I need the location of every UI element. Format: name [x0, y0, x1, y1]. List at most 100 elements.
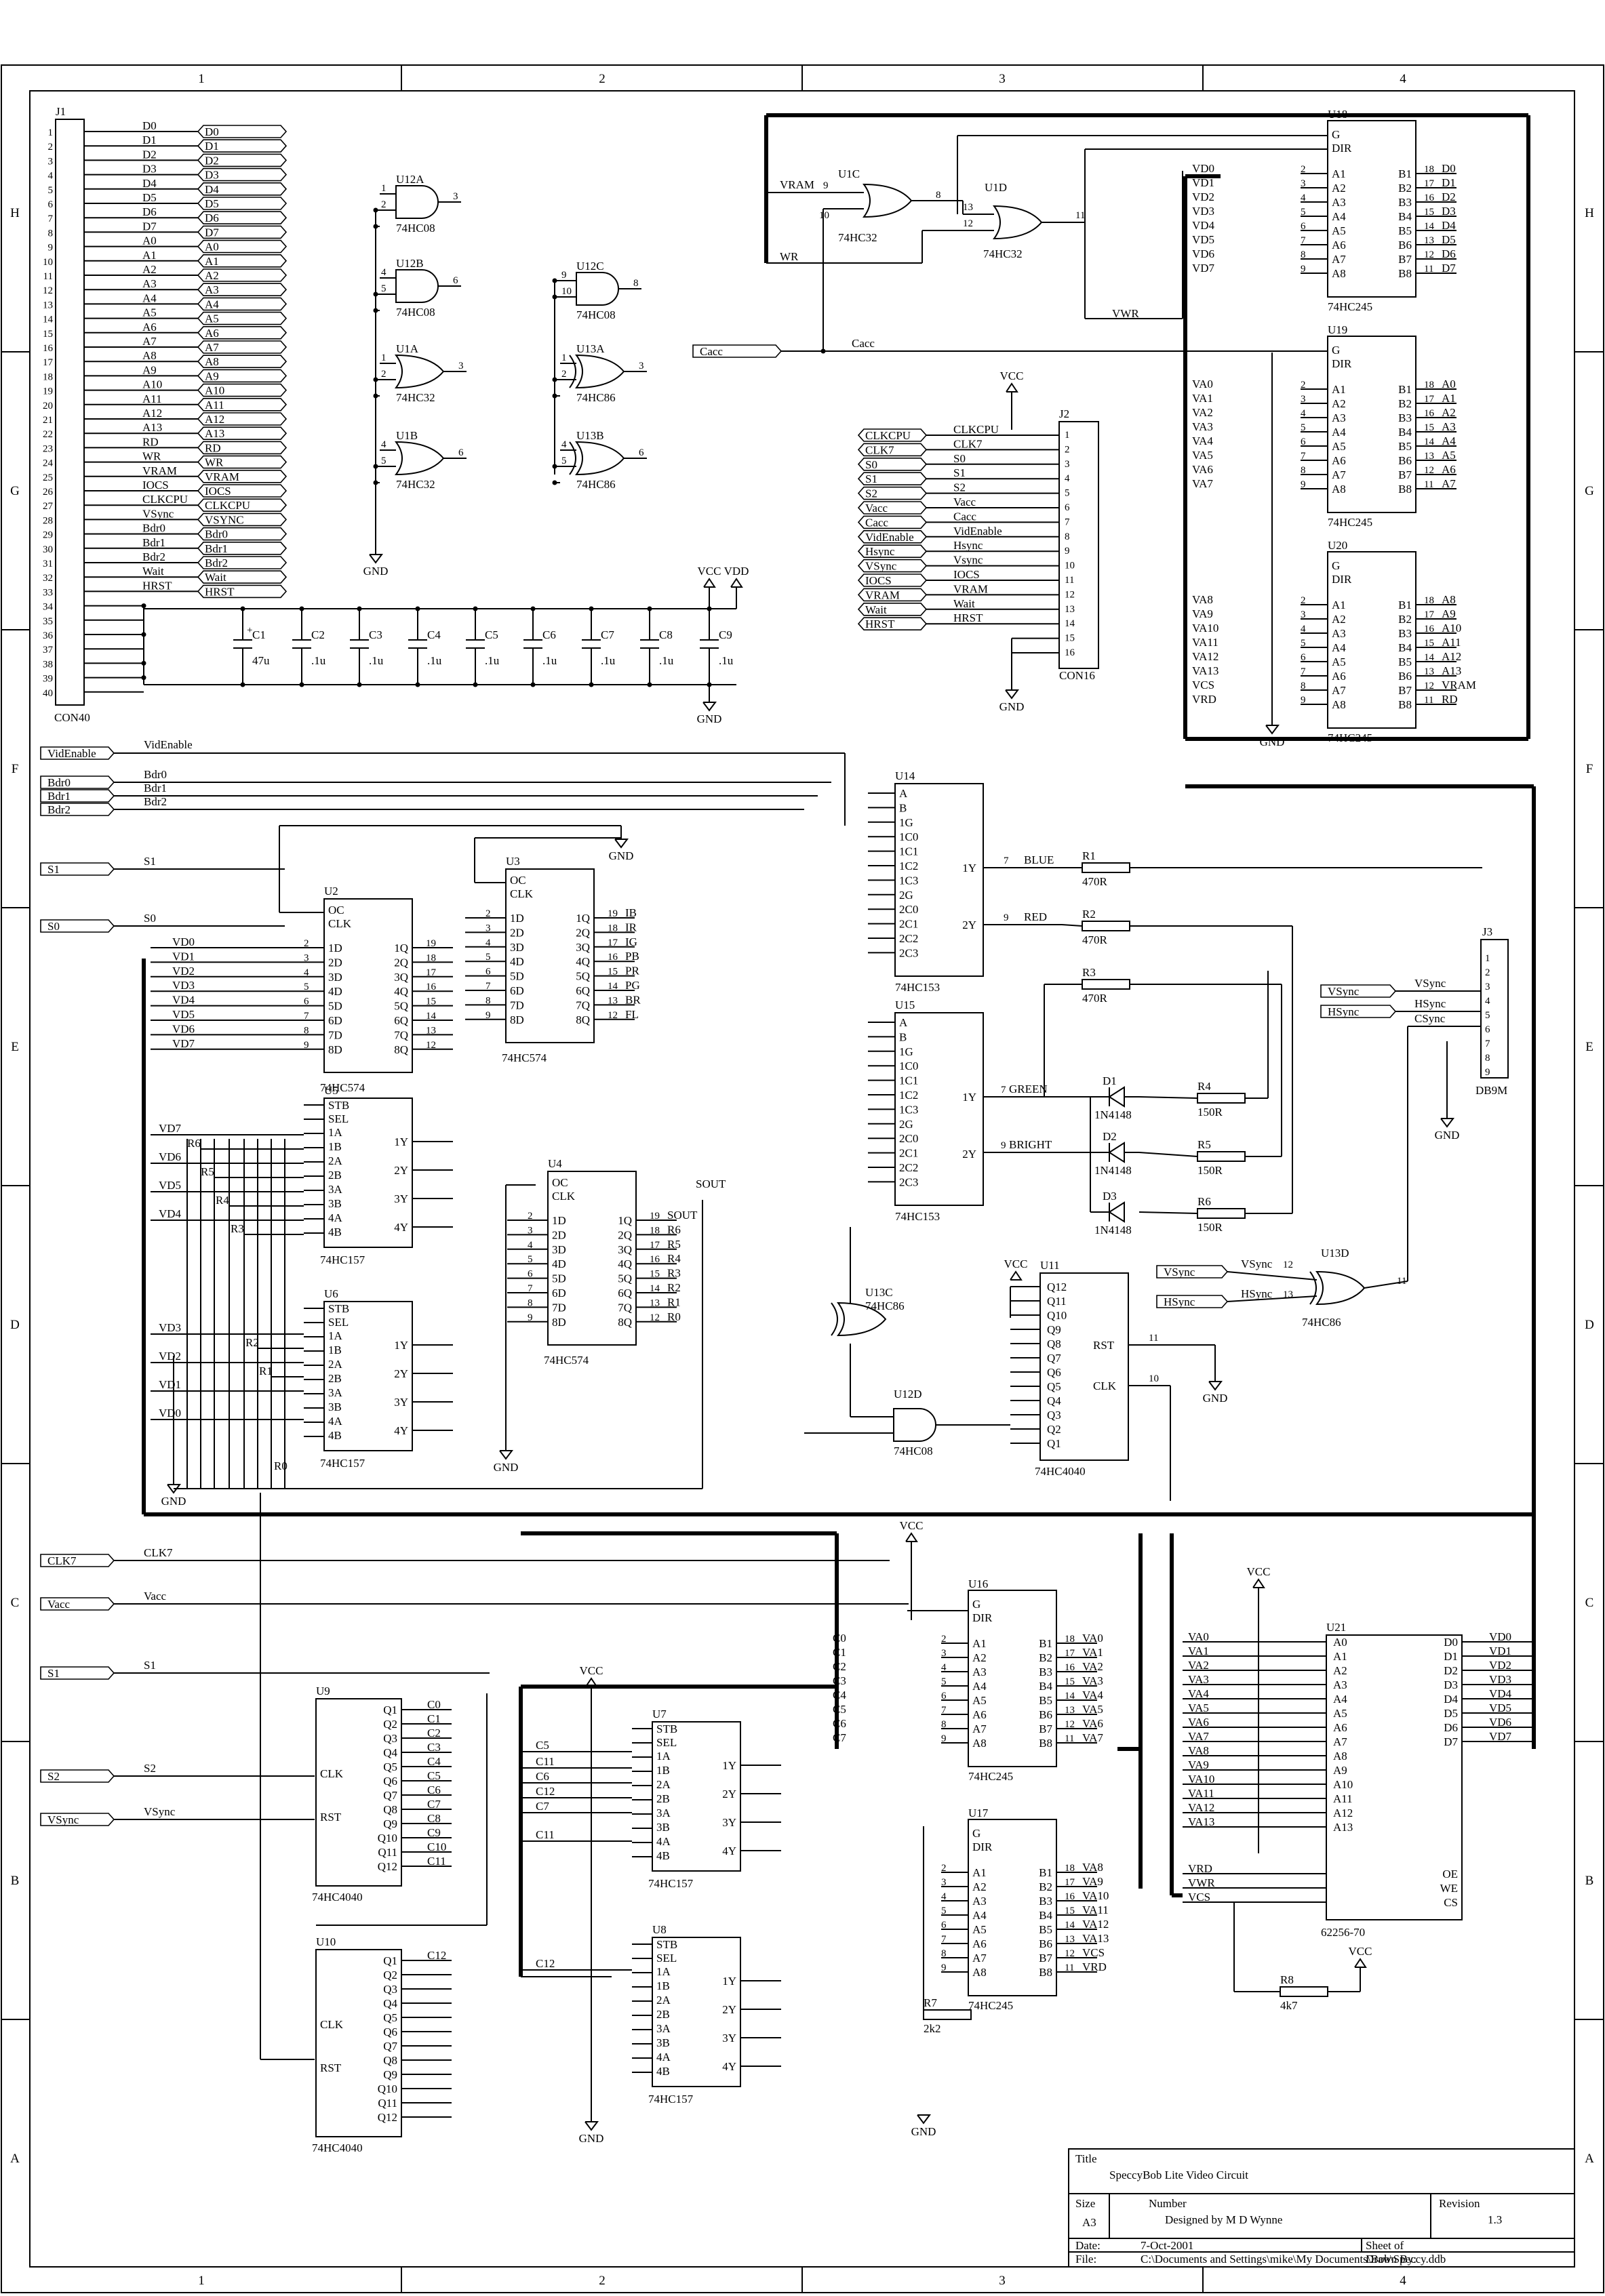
pin-number: 18	[1424, 595, 1434, 606]
diode-ref: D2	[1103, 1130, 1117, 1143]
pin-name: RST	[320, 1811, 342, 1824]
net-port	[692, 344, 782, 358]
pin-number: 7	[486, 981, 491, 992]
gate-part: 74HC08	[576, 308, 616, 321]
transceiver-body	[1327, 551, 1416, 729]
pin-name: 1Q	[618, 1214, 632, 1227]
cap-value: .1u	[601, 654, 616, 667]
gate-part: 74HC32	[396, 478, 435, 491]
pin-number: 12	[650, 1312, 660, 1323]
xor-gate-body	[1315, 1270, 1366, 1306]
pin-name: 3D	[510, 941, 524, 954]
net-label: SOUT	[696, 1177, 726, 1190]
net-label: CLK7	[953, 437, 983, 450]
wire-segment	[1068, 2148, 1575, 2268]
pin-name: 2C1	[899, 1147, 918, 1160]
pin-name: 4Q	[618, 1257, 632, 1270]
pin-name: A2	[972, 1651, 987, 1664]
pin-number: 3	[1301, 609, 1306, 620]
pin-name: A6	[1333, 1721, 1347, 1734]
pin-name: Q12	[1047, 1281, 1067, 1293]
net-port	[857, 501, 928, 515]
pin-name: A6	[1332, 239, 1346, 251]
pin-name: 1A	[656, 1965, 671, 1978]
chip-ref: U2	[324, 885, 338, 898]
net-label: A1	[142, 249, 157, 262]
pin-number: 15	[1065, 633, 1075, 644]
pin-name: 4B	[656, 1849, 670, 1862]
net-port	[197, 383, 288, 397]
pin-name: B1	[1398, 599, 1412, 611]
j2-ref: J2	[1059, 407, 1069, 420]
resistor-value: 470R	[1082, 933, 1108, 946]
pin-name: B1	[1039, 1637, 1052, 1650]
net-port	[857, 515, 928, 529]
pin-name: A11	[1333, 1792, 1353, 1805]
net-port	[197, 426, 288, 441]
vcc-label: VCC	[1247, 1565, 1271, 1578]
pin-name: 1Y	[722, 1975, 736, 1988]
net-label: A3	[142, 277, 157, 290]
port-label: WR	[205, 456, 224, 469]
wire-segment	[1138, 1096, 1198, 1099]
pin-name: A7	[1332, 684, 1346, 697]
pin-name: 2Q	[576, 926, 590, 939]
port-label: D4	[205, 183, 219, 196]
net-label: VSync	[142, 507, 174, 520]
xor-gate-body	[837, 1302, 887, 1337]
net-label: BLUE	[1024, 853, 1054, 866]
pin-name: 2C3	[899, 946, 918, 959]
diode-part: 1N4148	[1094, 1108, 1132, 1121]
port-label: VidEnable	[47, 747, 96, 760]
port-label: Wait	[865, 603, 887, 616]
pin-name: A5	[1332, 440, 1346, 453]
net-label: VA13	[1188, 1815, 1214, 1828]
pin-name: 2D	[552, 1228, 566, 1241]
net-port	[1320, 984, 1397, 998]
net-label: D7	[1442, 262, 1456, 275]
pin-name: 2Q	[394, 956, 408, 969]
net-label: C2	[833, 1660, 846, 1673]
pin-number: 13	[426, 1025, 436, 1036]
pin-name: STB	[656, 1938, 677, 1951]
cap-value: .1u	[485, 654, 500, 667]
net-label: VidEnable	[144, 738, 193, 751]
pin-number: 12	[1283, 1260, 1293, 1270]
pin-name: 2B	[328, 1169, 342, 1182]
pin-name: A1	[1332, 599, 1346, 611]
pin-name: A3	[1332, 627, 1346, 640]
pin-number: 36	[43, 630, 54, 641]
chip-ref: U10	[316, 1935, 336, 1948]
pin-number: 6	[453, 275, 458, 286]
revision-label: Revision	[1439, 2197, 1480, 2210]
gate-part: 74HC86	[576, 478, 616, 491]
pin-name: 2Q	[618, 1228, 632, 1241]
pin-name: Q9	[1047, 1323, 1061, 1336]
pin-number: 7	[941, 1934, 947, 1945]
net-label: C3	[427, 1741, 441, 1754]
colour-mux: U1474HC153AB1G1C01C11C21C32G2C02C12C22C3…	[868, 769, 1482, 1236]
net-label: R3	[231, 1222, 244, 1235]
pin-name: B7	[1398, 253, 1412, 266]
pin-name: SEL	[328, 1112, 349, 1125]
drawn-by-label: Drawn By:	[1366, 2253, 1416, 2265]
pin-name: 2C1	[899, 918, 918, 931]
row-marker: G	[1585, 484, 1594, 498]
pin-name: Q2	[1047, 1423, 1061, 1436]
pin-number: 14	[426, 1011, 437, 1022]
pin-number: 6	[1065, 502, 1070, 513]
net-label: VA12	[1192, 650, 1218, 663]
cap-ref: C9	[719, 628, 732, 641]
pin-name: A0	[1333, 1636, 1347, 1649]
pin-number: 7	[1485, 1039, 1490, 1049]
pin-number: 2	[381, 199, 387, 210]
chip-part: 62256-70	[1321, 1926, 1365, 1939]
pin-number: 11	[1424, 264, 1433, 275]
pin-number: 2	[1065, 444, 1070, 455]
pin-number: 8	[1301, 681, 1306, 691]
pin-name: 3Y	[722, 2032, 736, 2045]
net-label: S2	[144, 1762, 156, 1775]
